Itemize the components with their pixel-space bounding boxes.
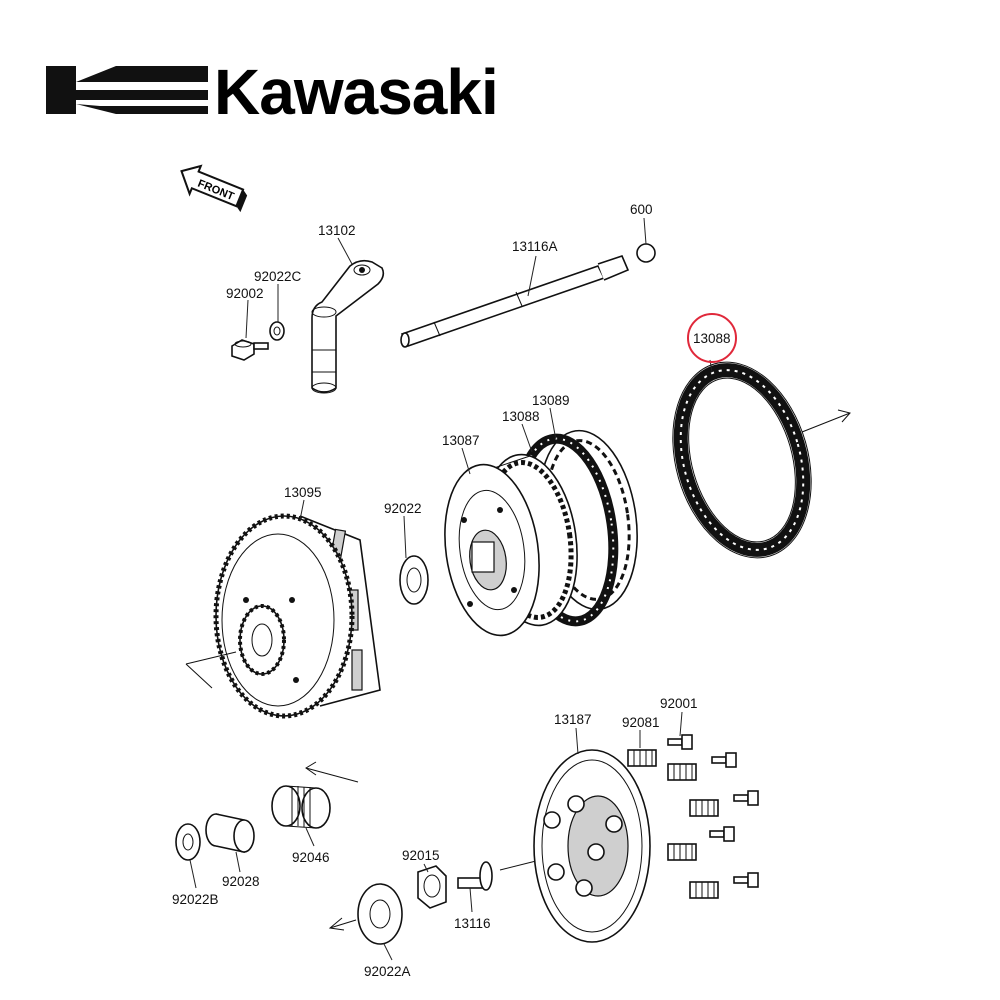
label-13187: 13187 bbox=[554, 712, 592, 727]
label-13095: 13095 bbox=[284, 485, 322, 500]
label-13089: 13089 bbox=[532, 393, 570, 408]
clutch-springs-part bbox=[627, 749, 719, 899]
thrust-washer-part bbox=[399, 555, 429, 605]
kawasaki-k-emblem bbox=[46, 66, 208, 114]
label-13087: 13087 bbox=[442, 433, 480, 448]
needle-bearing-92046-part bbox=[271, 785, 331, 829]
label-92022: 92022 bbox=[384, 501, 422, 516]
clutch-hub-part bbox=[444, 453, 578, 637]
leader-lines bbox=[189, 217, 713, 961]
label-92002: 92002 bbox=[226, 286, 264, 301]
release-lever-part bbox=[311, 259, 385, 394]
label-92081: 92081 bbox=[622, 715, 660, 730]
highlight-circle bbox=[687, 313, 737, 363]
clutch-housing-part bbox=[213, 513, 381, 719]
steel-ball-part bbox=[636, 243, 656, 263]
label-92001: 92001 bbox=[660, 696, 698, 711]
bearing-axis-arrow bbox=[305, 761, 359, 783]
label-92046: 92046 bbox=[292, 850, 330, 865]
washer-axis-arrow bbox=[328, 917, 357, 931]
kawasaki-logo: Kawasaki bbox=[46, 56, 499, 128]
washer-92022c-part bbox=[269, 321, 285, 341]
label-13116: 13116 bbox=[454, 916, 491, 931]
spring-bolts-part bbox=[667, 734, 759, 888]
nut-92015-part bbox=[417, 865, 447, 909]
assembly-direction-arrow bbox=[801, 409, 851, 433]
label-600: 600 bbox=[630, 202, 653, 217]
label-13102: 13102 bbox=[318, 223, 356, 238]
label-13116a: 13116A bbox=[512, 239, 558, 254]
label-13088: 13088 bbox=[502, 409, 540, 424]
highlighted-friction-plate-part bbox=[672, 361, 812, 559]
label-92022c: 92022C bbox=[254, 269, 302, 284]
bolt-axis-line bbox=[499, 859, 541, 871]
front-direction-arrow: FRONT bbox=[180, 164, 248, 213]
bolt-13116-part bbox=[457, 861, 493, 891]
label-92022b: 92022B bbox=[172, 892, 219, 907]
washer-92022b-part bbox=[175, 823, 201, 861]
bolt-92002-part bbox=[231, 339, 269, 361]
sleeve-92028-part bbox=[205, 813, 255, 853]
part-labels: 13102 92022C 92002 13116A 600 13088 1308… bbox=[172, 202, 731, 979]
label-13088-highlighted: 13088 bbox=[693, 331, 731, 346]
label-92015: 92015 bbox=[402, 848, 440, 863]
housing-axis-arrow bbox=[185, 651, 237, 689]
label-92028: 92028 bbox=[222, 874, 260, 889]
label-92022a: 92022A bbox=[364, 964, 411, 979]
pressure-plate-part bbox=[533, 749, 651, 943]
lock-washer-92022a-part bbox=[357, 883, 403, 945]
brand-wordmark: Kawasaki bbox=[214, 56, 498, 128]
push-rod-part bbox=[400, 255, 630, 348]
